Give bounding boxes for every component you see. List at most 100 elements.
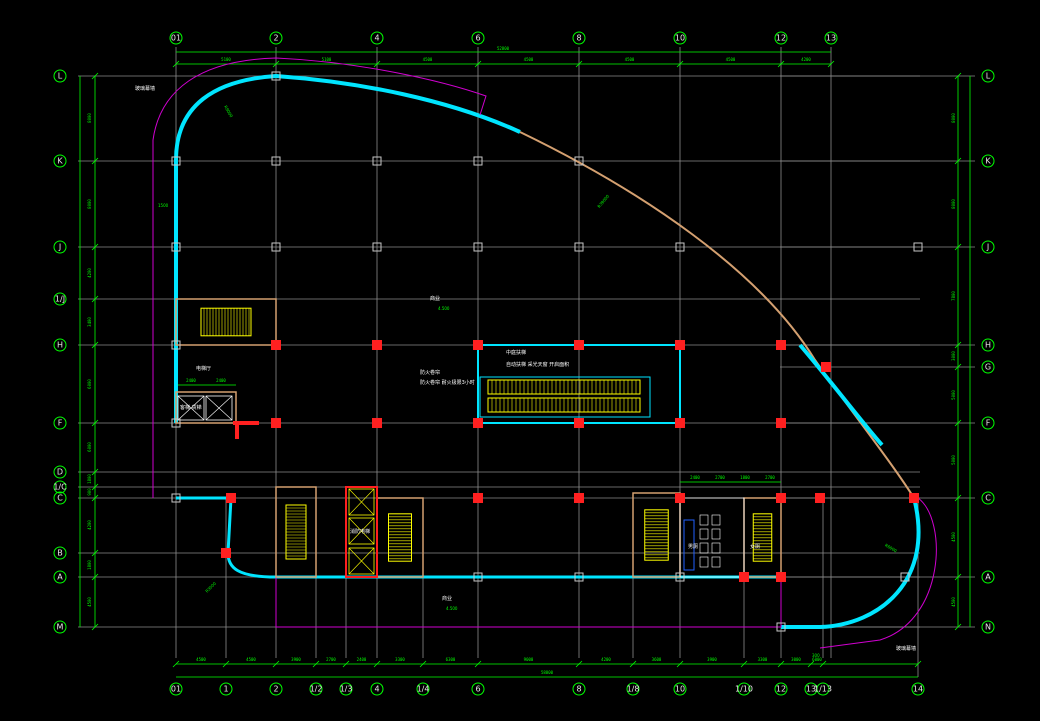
axis-bubble-right-2-ring <box>981 240 995 254</box>
dim-tick-bot-11 <box>740 660 748 668</box>
annotation-notes: 玻璃幕墙 玻璃幕墙 中庭扶梯 自动扶梯 采光天窗 开启面积 防火卷帘 防火卷帘 … <box>135 85 916 658</box>
column-outline-18 <box>675 572 685 582</box>
dim-text-bottom-1: 4500 <box>246 657 256 662</box>
building-outline <box>152 57 937 649</box>
column-solid-17 <box>909 493 919 503</box>
dim-tick-right-2 <box>954 243 962 251</box>
dimension-lines <box>79 51 971 678</box>
dim-tick-left-4 <box>91 341 99 349</box>
lift-car-0 <box>177 395 205 421</box>
note-atrium-sub: 自动扶梯 采光天窗 开启面积 <box>506 361 569 368</box>
dim-text-bottom-4: 2400 <box>357 657 367 662</box>
note-dim-small: 300 <box>812 653 820 658</box>
dim-text-bottom-3: 2700 <box>326 657 336 662</box>
column-solid-0 <box>271 340 281 350</box>
axis-bubble-right-7-label: A <box>985 573 991 582</box>
dim-tick-right-0 <box>954 72 962 80</box>
axis-bubble-right-0-label: L <box>986 72 991 81</box>
column-outline-17 <box>574 572 584 582</box>
dim-tick-left-9 <box>91 549 99 557</box>
outline-wall-east-curve <box>781 497 921 629</box>
dim-text-left-4: 6000 <box>87 379 92 389</box>
axis-bubble-left-2-ring <box>53 240 67 254</box>
outline-wall-south <box>176 496 781 579</box>
dim-text-left-3: 3400 <box>87 317 92 327</box>
axis-bubble-bottom-0-label: 01 <box>171 685 181 694</box>
dim-text-right-2: 7800 <box>951 291 956 301</box>
column-solid-11 <box>776 418 786 428</box>
dim-tick-left-1 <box>91 157 99 165</box>
dim-text-stair-1: 2700 <box>715 475 725 480</box>
dim-tick-left-3 <box>91 295 99 303</box>
axis-bubble-top-3-label: 6 <box>475 34 480 43</box>
toilet-fixture <box>699 528 709 540</box>
dim-tick-bot-4 <box>342 660 350 668</box>
axis-bubble-left-0-ring <box>53 69 67 83</box>
dim-text-left-10: 4500 <box>87 597 92 607</box>
column-solid-13 <box>574 493 584 503</box>
axis-bubble-right-6-label: C <box>985 494 991 503</box>
note-room-main-elev: 4.500 <box>438 306 450 311</box>
column-outline-10 <box>171 340 181 350</box>
column-solid-10 <box>675 418 685 428</box>
axis-bubble-top-2-label: 4 <box>374 34 379 43</box>
dim-tick-bot-9 <box>629 660 637 668</box>
column-solid-1 <box>372 340 382 350</box>
escalator-well <box>479 376 651 418</box>
column-solid-20 <box>821 362 831 372</box>
toilet-fixture <box>711 514 721 526</box>
wall-stub-1 <box>233 421 259 425</box>
dim-tick-right-3 <box>954 341 962 349</box>
axis-bubble-left-4-label: H <box>57 341 63 350</box>
dim-tick-bot-10 <box>676 660 684 668</box>
column-outline-16 <box>473 572 483 582</box>
dim-text-left-0: 8000 <box>87 113 92 123</box>
dim-text-right-6: 4500 <box>951 532 956 542</box>
axis-bubble-bottom-6-label: 1/4 <box>417 685 430 694</box>
dim-text-left-9: 1800 <box>87 560 92 570</box>
column-outline-19 <box>776 622 786 632</box>
axis-bubble-left-7-label: 1/C <box>53 483 67 492</box>
dim-tick-right-8 <box>954 623 962 631</box>
dim-text-stair-3: 2700 <box>765 475 775 480</box>
axis-bubble-left-5-ring <box>53 416 67 430</box>
axis-bubble-top-4-label: 8 <box>576 34 581 43</box>
axis-bubble-bottom-11-label: 1/10 <box>735 685 753 694</box>
column-outline-1 <box>271 156 281 166</box>
column-outline-15 <box>913 242 923 252</box>
note-toilet-f: 女厕 <box>750 543 760 550</box>
axis-bubble-bottom-4-ring <box>339 682 353 696</box>
note-atrium-side2: 防火卷帘 耐火极限3小时 <box>420 379 475 386</box>
dim-tick-bot-12 <box>777 660 785 668</box>
fire-lift-cross-b <box>348 517 375 545</box>
column-solid-8 <box>473 418 483 428</box>
axis-bubble-bottom-6-ring <box>416 682 430 696</box>
note-dim-gap: 1500 <box>158 203 169 208</box>
dim-text-top-1: 5100 <box>322 57 332 62</box>
dim-text-right-7: 4500 <box>951 597 956 607</box>
axis-bubble-bottom-1-ring <box>219 682 233 696</box>
column-solid-9 <box>574 418 584 428</box>
dim-tick-top-1 <box>272 60 280 68</box>
column-solid-15 <box>776 493 786 503</box>
dim-text-bottom-7: 9000 <box>524 657 534 662</box>
axis-bubble-left-11-label: M <box>57 623 64 632</box>
dim-tick-top-4 <box>575 60 583 68</box>
column-outline-9 <box>675 242 685 252</box>
axis-bubble-top-4-ring <box>572 31 586 45</box>
column-outline-7 <box>473 242 483 252</box>
dim-tick-bot-7 <box>474 660 482 668</box>
dim-tick-left-8 <box>91 494 99 502</box>
dim-tick-left-10 <box>91 573 99 581</box>
axis-bubble-bottom-12-ring <box>774 682 788 696</box>
axis-bubble-bottom-14-ring <box>816 682 830 696</box>
axis-bubble-bottom-8-ring <box>572 682 586 696</box>
axis-bubble-top-5-label: 10 <box>675 34 685 43</box>
axis-bubble-right-1-label: K <box>985 157 991 166</box>
axis-bubble-right-8-label: N <box>985 623 991 632</box>
dim-tick-top-3 <box>474 60 482 68</box>
outline-magenta-north <box>152 57 487 498</box>
axis-bubble-left-2-label: J <box>58 243 61 252</box>
axis-bubble-top-1-label: 2 <box>273 34 278 43</box>
dim-text-bottom-6: 6300 <box>446 657 456 662</box>
